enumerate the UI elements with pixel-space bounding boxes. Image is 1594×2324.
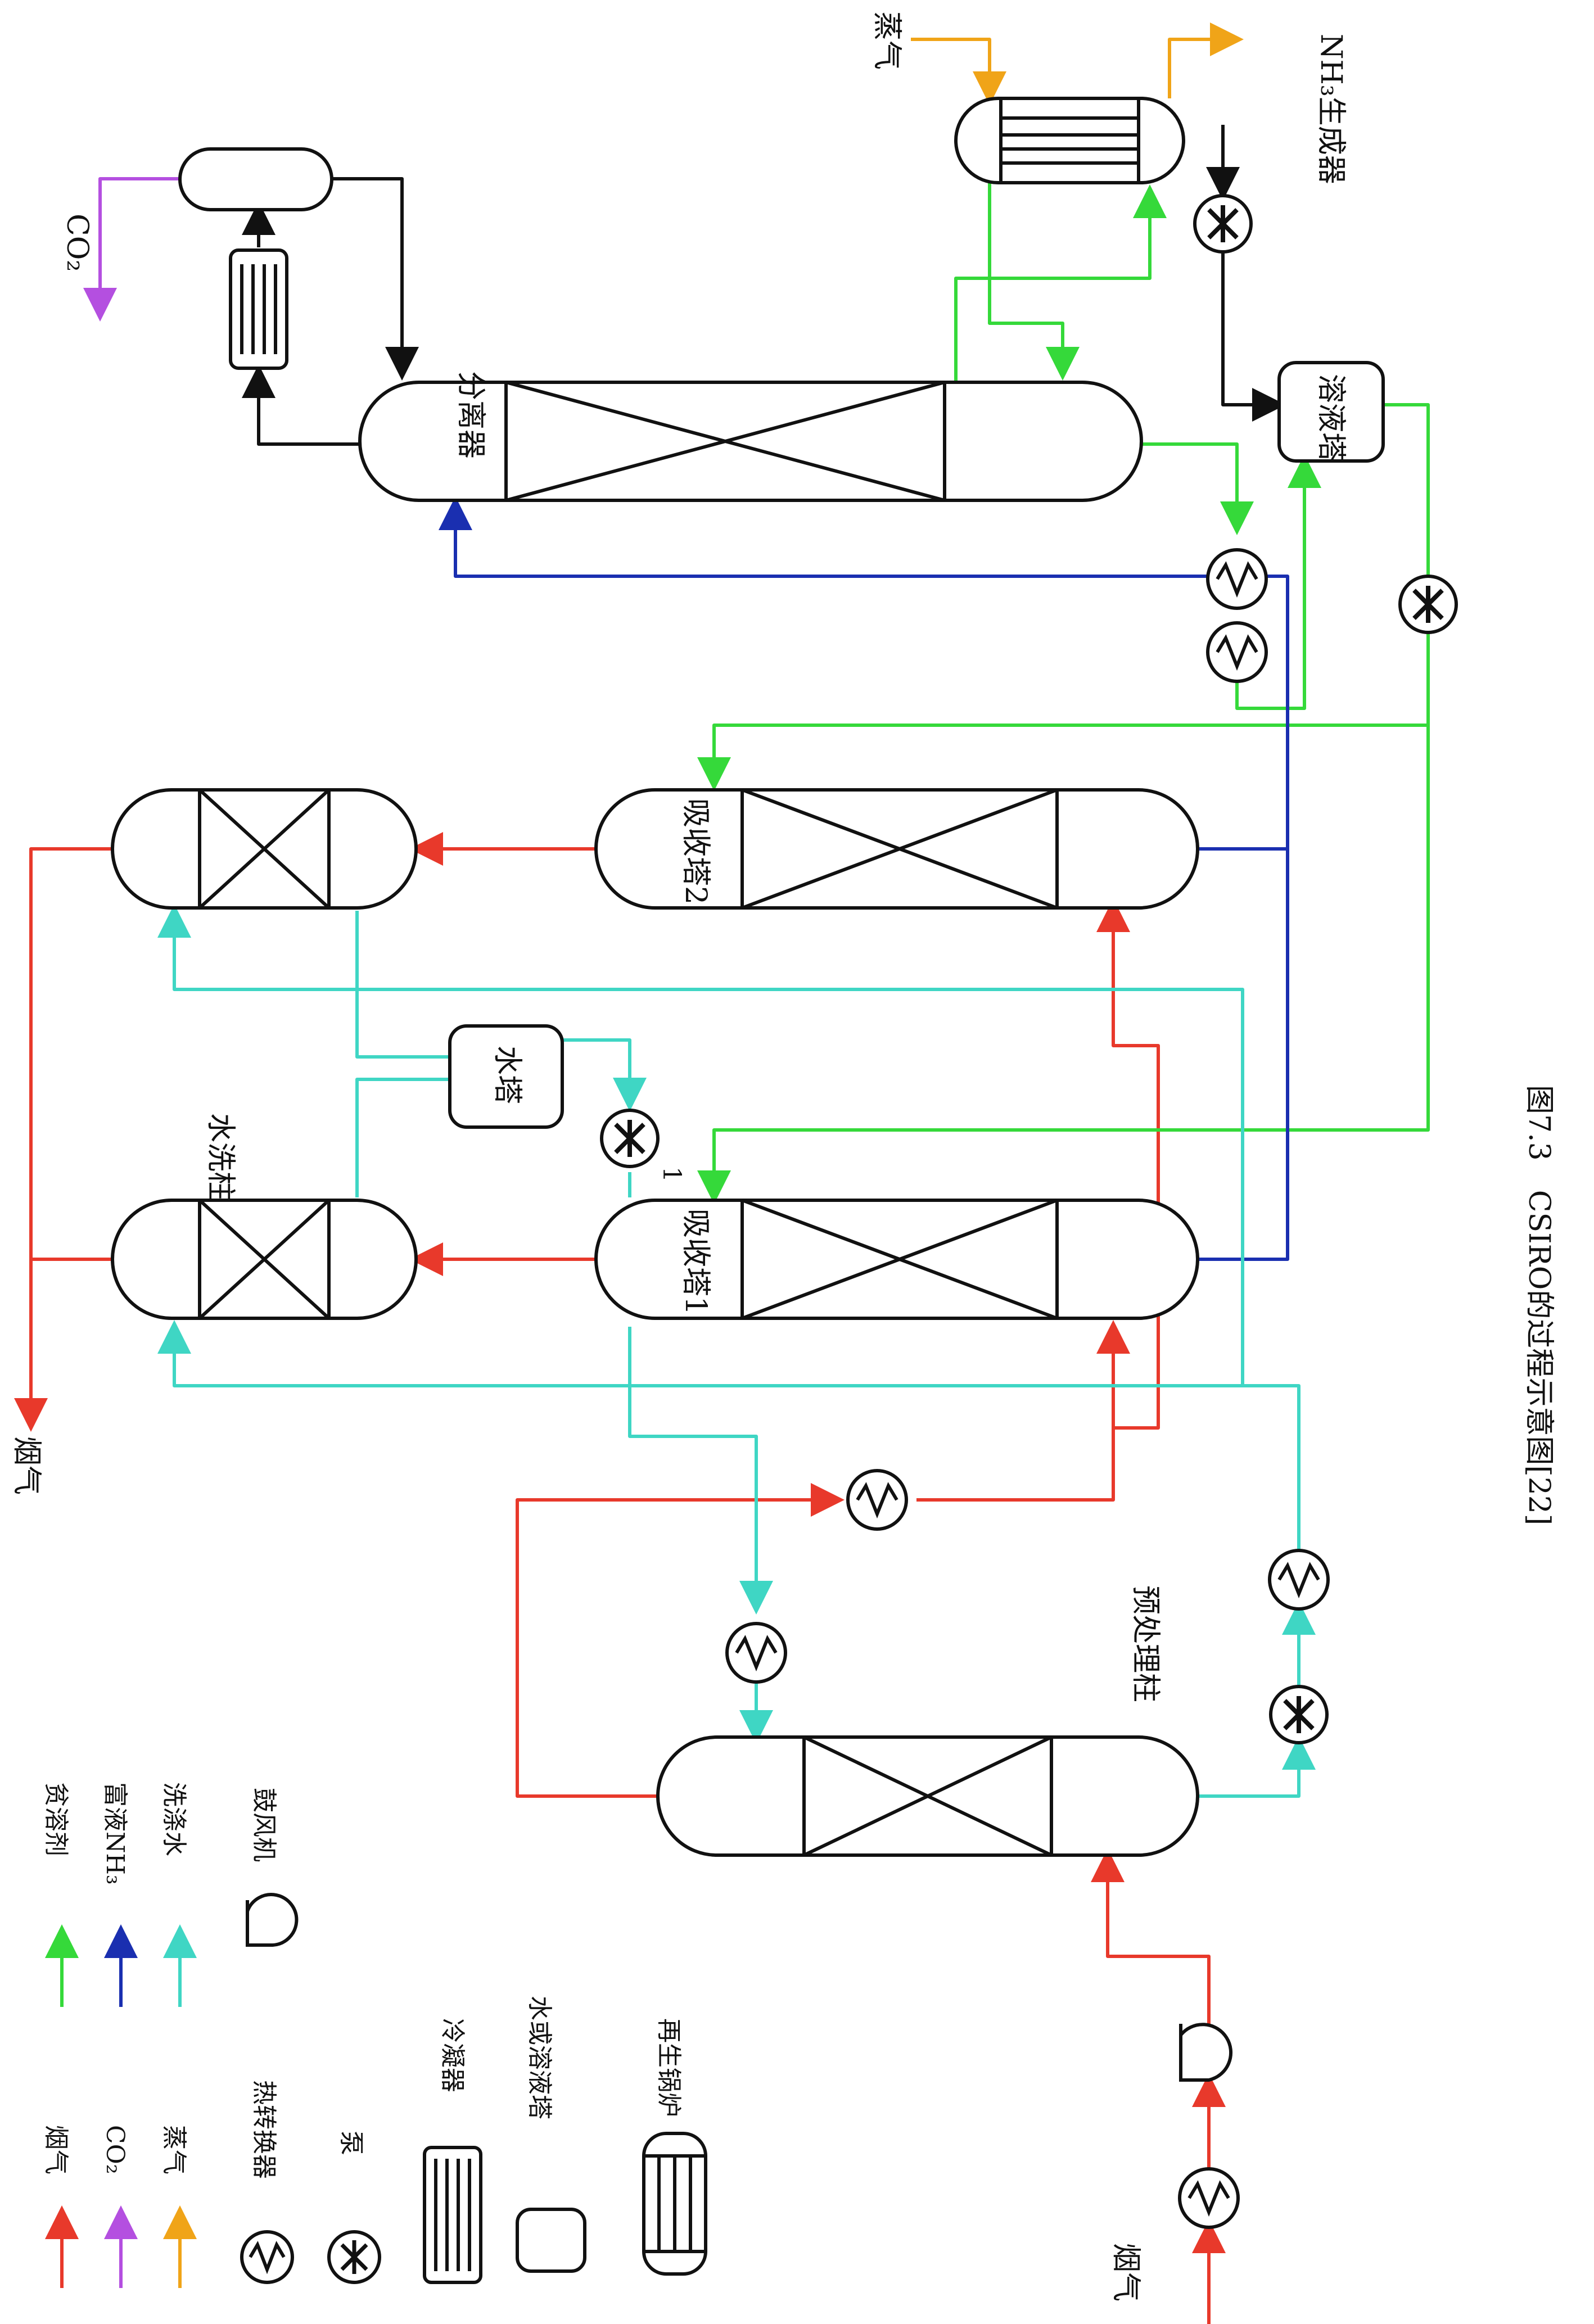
water-tank-label: 水塔 bbox=[490, 1046, 524, 1104]
legend-heat-exchanger-icon bbox=[240, 2230, 294, 2284]
pump-tag: 1 bbox=[657, 1166, 686, 1182]
steam-in-label: 蒸气 bbox=[870, 11, 904, 70]
pump-icon bbox=[1193, 194, 1253, 254]
legend-blower: 鼓风机 bbox=[250, 1788, 278, 1862]
legend-co2: CO₂ bbox=[101, 2125, 129, 2174]
legend-tank-icon bbox=[516, 2208, 586, 2273]
legend-heat-exchanger: 热转换器 bbox=[250, 2080, 278, 2179]
rich-nh3-lines bbox=[439, 496, 1289, 1261]
legend-blower-icon bbox=[246, 1893, 299, 1947]
pretreatment-column bbox=[656, 1735, 1199, 1857]
legend-flue-gas: 烟气 bbox=[42, 2125, 70, 2174]
steam-lines bbox=[911, 22, 1244, 105]
water-wash-label: 水洗柱 bbox=[204, 1113, 237, 1201]
heat-exchanger-icon bbox=[1206, 548, 1268, 610]
legend-pump-icon bbox=[327, 2230, 381, 2284]
reboiler-icon bbox=[954, 97, 1185, 184]
separator-gas-lines bbox=[242, 125, 1286, 446]
solution-tank-label: 溶液塔 bbox=[1314, 374, 1348, 462]
legend-pump: 泵 bbox=[337, 2131, 365, 2155]
heat-exchanger-icon bbox=[1268, 1549, 1330, 1611]
legend-wash-water: 洗涤水 bbox=[160, 1782, 188, 1856]
separator-label: 分离器 bbox=[454, 371, 487, 459]
absorber-2-label: 吸收塔2 bbox=[679, 798, 712, 905]
heat-exchanger-icon bbox=[1178, 2167, 1240, 2229]
legend-tank: 水或溶液塔 bbox=[525, 1996, 554, 2119]
pretreatment-label: 预处理柱 bbox=[1128, 1585, 1162, 1702]
heat-exchanger-icon bbox=[725, 1622, 787, 1684]
lean-solvent-lines bbox=[697, 180, 1430, 1204]
absorber-2-vessel bbox=[594, 788, 1199, 910]
co2-flash-drum bbox=[178, 147, 333, 211]
figure-caption: 图7.3 CSIRO的过程示意图[22] bbox=[1522, 1085, 1556, 1525]
flue-gas-lines bbox=[14, 832, 1226, 2324]
legend-reboiler-icon bbox=[642, 2132, 707, 2276]
wash-water-lines bbox=[157, 904, 1316, 1798]
pump-icon bbox=[600, 1109, 660, 1168]
legend-reboiler: 再生锅炉 bbox=[654, 2018, 683, 2117]
blower-icon bbox=[1179, 2023, 1233, 2082]
water-wash-column-lower bbox=[111, 1199, 418, 1320]
legend: 烟气 CO₂ 蒸气 贫溶剂 富液NH₃ 洗涤水 热转换器 泵 冷凝器 bbox=[42, 1782, 707, 2288]
legend-lean-solvent: 贫溶剂 bbox=[42, 1782, 70, 1856]
pump-icon bbox=[1398, 575, 1458, 634]
co2-lines bbox=[83, 177, 180, 322]
solution-tank bbox=[1277, 361, 1385, 463]
heat-exchanger-icon bbox=[1206, 621, 1268, 683]
legend-condenser-icon bbox=[423, 2146, 482, 2284]
pump-icon bbox=[1269, 1685, 1329, 1744]
heat-exchanger-icon bbox=[846, 1469, 908, 1531]
absorber-1-label: 吸收塔1 bbox=[679, 1209, 712, 1315]
water-tank bbox=[448, 1024, 564, 1129]
absorber-1-vessel bbox=[594, 1199, 1199, 1320]
flue-gas-out-label: 烟气 bbox=[10, 1436, 43, 1495]
flue-gas-in-label: 烟气 bbox=[1109, 2243, 1143, 2302]
legend-condenser: 冷凝器 bbox=[438, 2018, 467, 2092]
water-wash-column-upper bbox=[111, 788, 418, 910]
co2-out-label: CO₂ bbox=[60, 214, 94, 272]
nh3-generator-label: NH₃生成器 bbox=[1314, 34, 1348, 184]
condenser-icon bbox=[229, 248, 288, 370]
separator-vessel bbox=[358, 381, 1143, 502]
legend-steam: 蒸气 bbox=[160, 2125, 188, 2174]
legend-rich-nh3: 富液NH₃ bbox=[101, 1782, 129, 1885]
